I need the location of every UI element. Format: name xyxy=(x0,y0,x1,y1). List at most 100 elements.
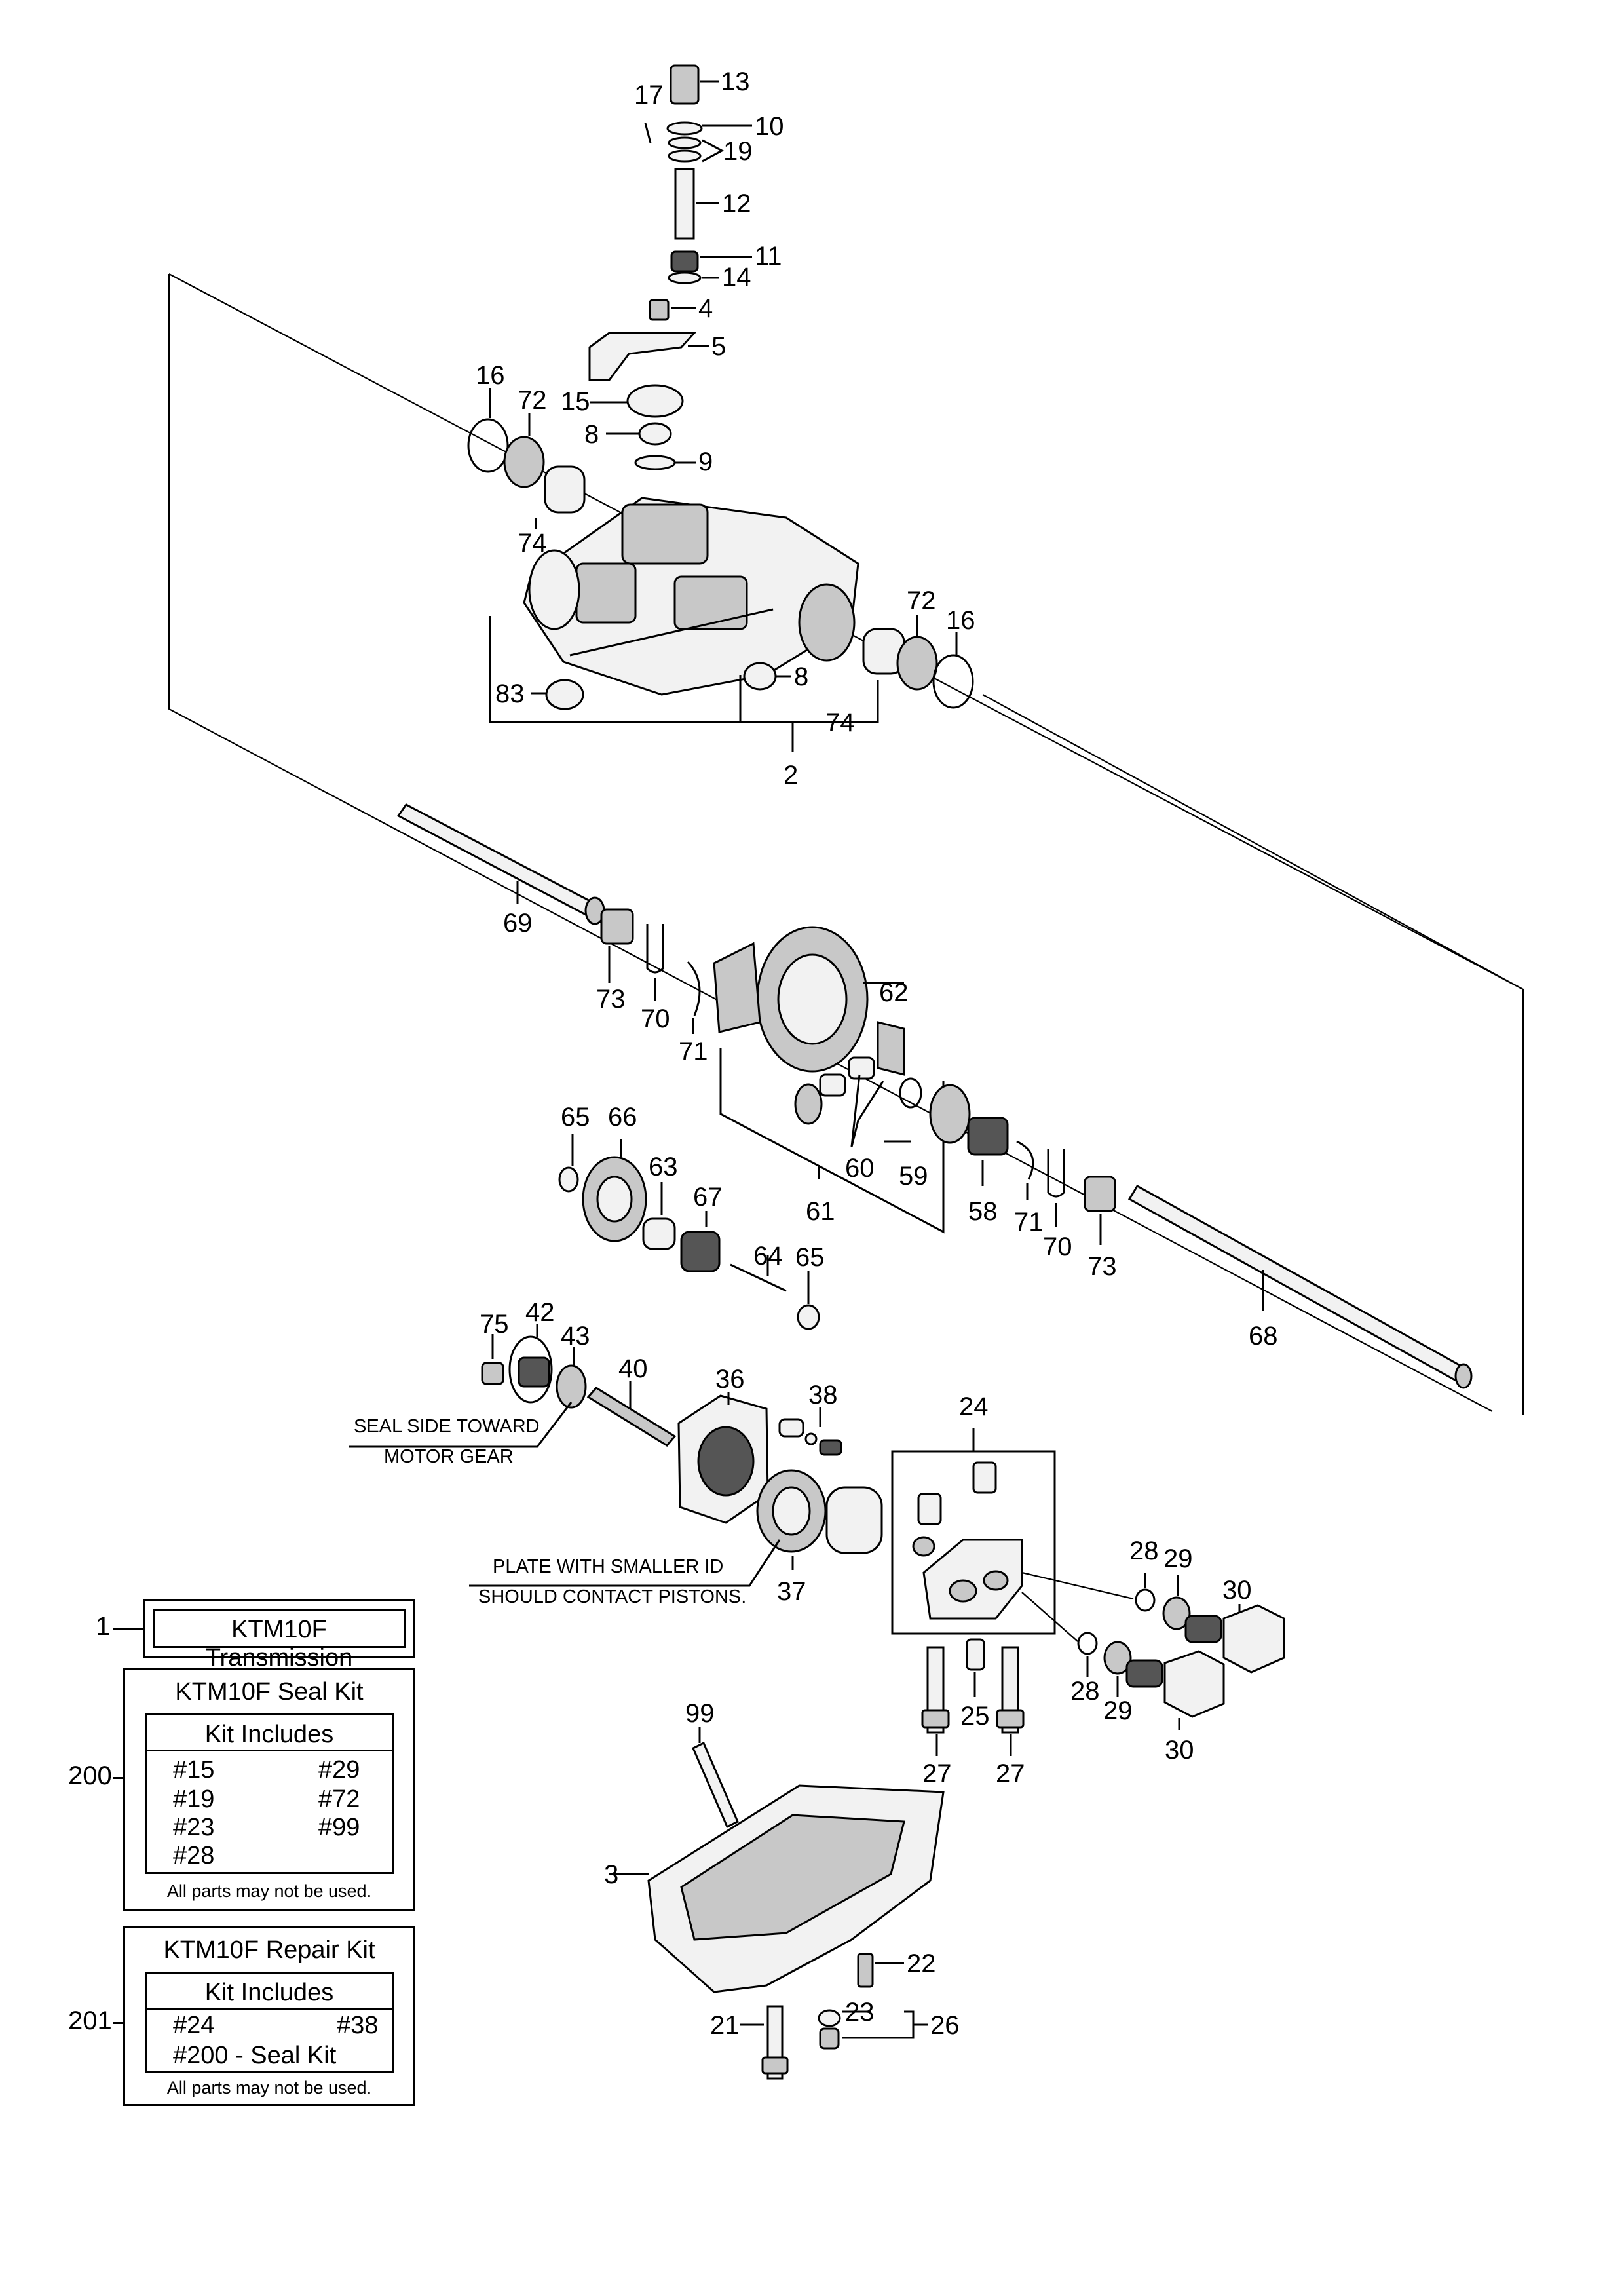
callout-83: 83 xyxy=(495,679,525,708)
callout-72-right: 72 xyxy=(907,586,936,615)
callout-43: 43 xyxy=(561,1322,590,1350)
part-10-washer xyxy=(666,121,703,136)
callout-37: 37 xyxy=(777,1577,806,1606)
callout-21: 21 xyxy=(710,2011,740,2040)
part-30-upper xyxy=(1222,1604,1285,1674)
lower-housing-3 xyxy=(609,1784,945,1993)
note-plate-line2: SHOULD CONTACT PISTONS. xyxy=(478,1586,746,1607)
repair-kit-box: KTM10F Repair Kit Kit Includes #24 #38 #… xyxy=(123,1926,415,2106)
part-64-pin xyxy=(730,1263,787,1292)
part-70-right xyxy=(1047,1149,1065,1198)
part-28-lower xyxy=(1077,1632,1098,1655)
note-plate-line1: PLATE WITH SMALLER ID xyxy=(493,1556,723,1577)
callout-29-upper: 29 xyxy=(1163,1544,1193,1573)
callout-42: 42 xyxy=(525,1298,555,1327)
callout-24: 24 xyxy=(959,1392,989,1421)
part-65-washer-b xyxy=(797,1304,820,1330)
part-71-right xyxy=(1016,1140,1034,1180)
callout-23: 23 xyxy=(845,1998,875,2027)
part-9-ring xyxy=(634,455,676,470)
callout-27-left: 27 xyxy=(922,1759,952,1788)
part-11-spring xyxy=(670,250,699,273)
callout-70-right: 70 xyxy=(1043,1233,1072,1261)
callout-28-upper: 28 xyxy=(1129,1537,1159,1565)
callout-69: 69 xyxy=(503,909,533,938)
part-58-bearing xyxy=(967,1117,1009,1156)
right-bearing-set xyxy=(862,615,974,709)
part-14-ring xyxy=(668,271,702,284)
callout-19: 19 xyxy=(723,137,753,166)
callout-22: 22 xyxy=(907,1949,936,1978)
note-seal-side-line1: SEAL SIDE TOWARD xyxy=(354,1416,540,1437)
assembly-notes: SEAL SIDE TOWARD MOTOR GEAR PLATE WITH S… xyxy=(354,1416,746,1607)
axle-68 xyxy=(1127,1184,1473,1389)
part-30-lower xyxy=(1163,1650,1225,1718)
repair-kit-note: All parts may not be used. xyxy=(166,2078,372,2097)
part-22-bolt xyxy=(857,1953,874,1988)
callout-8-bottom: 8 xyxy=(794,662,808,691)
callout-70-left: 70 xyxy=(641,1004,670,1033)
callout-28-lower: 28 xyxy=(1070,1677,1100,1706)
seal-kit-item: #15 xyxy=(173,1756,215,1784)
part-5-arm xyxy=(588,332,697,381)
callout-30-lower: 30 xyxy=(1165,1736,1194,1765)
repair-kit-item: #38 xyxy=(337,2012,379,2039)
transmission-inner: KTM10F Transmission xyxy=(153,1609,406,1672)
callout-11: 11 xyxy=(755,242,782,271)
callout-3: 3 xyxy=(604,1860,618,1889)
callout-64: 64 xyxy=(753,1242,783,1271)
transmission-ref-line xyxy=(113,1628,143,1630)
seal-kit-item: #99 xyxy=(318,1814,360,1841)
left-bearing-set xyxy=(467,388,586,529)
part-73-right xyxy=(1084,1176,1116,1212)
callout-30-upper: 30 xyxy=(1222,1576,1252,1605)
motor-cylinder-block xyxy=(825,1486,883,1554)
part-4-bolt xyxy=(649,299,670,321)
part-60-pin-b xyxy=(848,1056,875,1080)
check-valve-lower xyxy=(1021,1592,1225,1730)
check-valve-upper xyxy=(1021,1571,1285,1674)
callout-68: 68 xyxy=(1249,1322,1278,1350)
seal-kit-item: #29 xyxy=(318,1756,360,1784)
callout-27-right: 27 xyxy=(996,1759,1025,1788)
part-72-left-seal xyxy=(503,436,545,488)
callout-17: 17 xyxy=(634,81,664,109)
callout-16-right: 16 xyxy=(946,606,975,635)
callout-10: 10 xyxy=(755,112,784,141)
transmission-box: KTM10F Transmission xyxy=(143,1599,415,1672)
callout-74-left: 74 xyxy=(518,529,547,558)
seal-kit-note: All parts may not be used. xyxy=(166,1881,372,1901)
callout-numbers: 13 17 10 19 12 11 14 4 5 16 72 15 8 9 74… xyxy=(476,67,1278,2040)
repair-kit-item: #24 xyxy=(173,2012,215,2039)
callout-4: 4 xyxy=(698,294,713,323)
part-43-seal xyxy=(556,1364,587,1409)
part-12-shaft xyxy=(674,168,695,240)
callout-5: 5 xyxy=(711,332,726,361)
callout-36: 36 xyxy=(715,1365,745,1394)
part-29-lower xyxy=(1103,1641,1132,1675)
housing-bracket xyxy=(489,616,879,752)
callout-13: 13 xyxy=(721,67,750,96)
part-19-ring-b xyxy=(668,149,702,163)
callout-8-top: 8 xyxy=(584,420,599,449)
part-63-bushing xyxy=(642,1217,676,1250)
callout-40: 40 xyxy=(618,1354,648,1383)
control-shaft-stack xyxy=(644,64,752,284)
part-60-pin-a xyxy=(819,1073,846,1097)
callout-73-left: 73 xyxy=(596,985,626,1014)
part-38-valve xyxy=(778,1418,804,1438)
callout-25: 25 xyxy=(960,1702,990,1731)
transmission-ref: 1 xyxy=(96,1612,111,1641)
callout-58: 58 xyxy=(968,1197,998,1226)
repair-kit-ref: 201 xyxy=(68,2006,112,2035)
seal-kit-item: #28 xyxy=(173,1842,215,1869)
callout-72-left: 72 xyxy=(518,386,547,415)
repair-kit-includes-label: Kit Includes xyxy=(204,1979,334,2006)
seal-kit-includes-label: Kit Includes xyxy=(204,1721,334,1748)
repair-kit-includes-header: Kit Includes xyxy=(145,1972,394,2010)
seal-kit-item: #19 xyxy=(173,1786,215,1813)
seal-kit-box: KTM10F Seal Kit Kit Includes #15 #19 #23… xyxy=(123,1668,415,1911)
callout-74-right: 74 xyxy=(825,708,855,737)
part-72-right-seal xyxy=(896,636,938,691)
